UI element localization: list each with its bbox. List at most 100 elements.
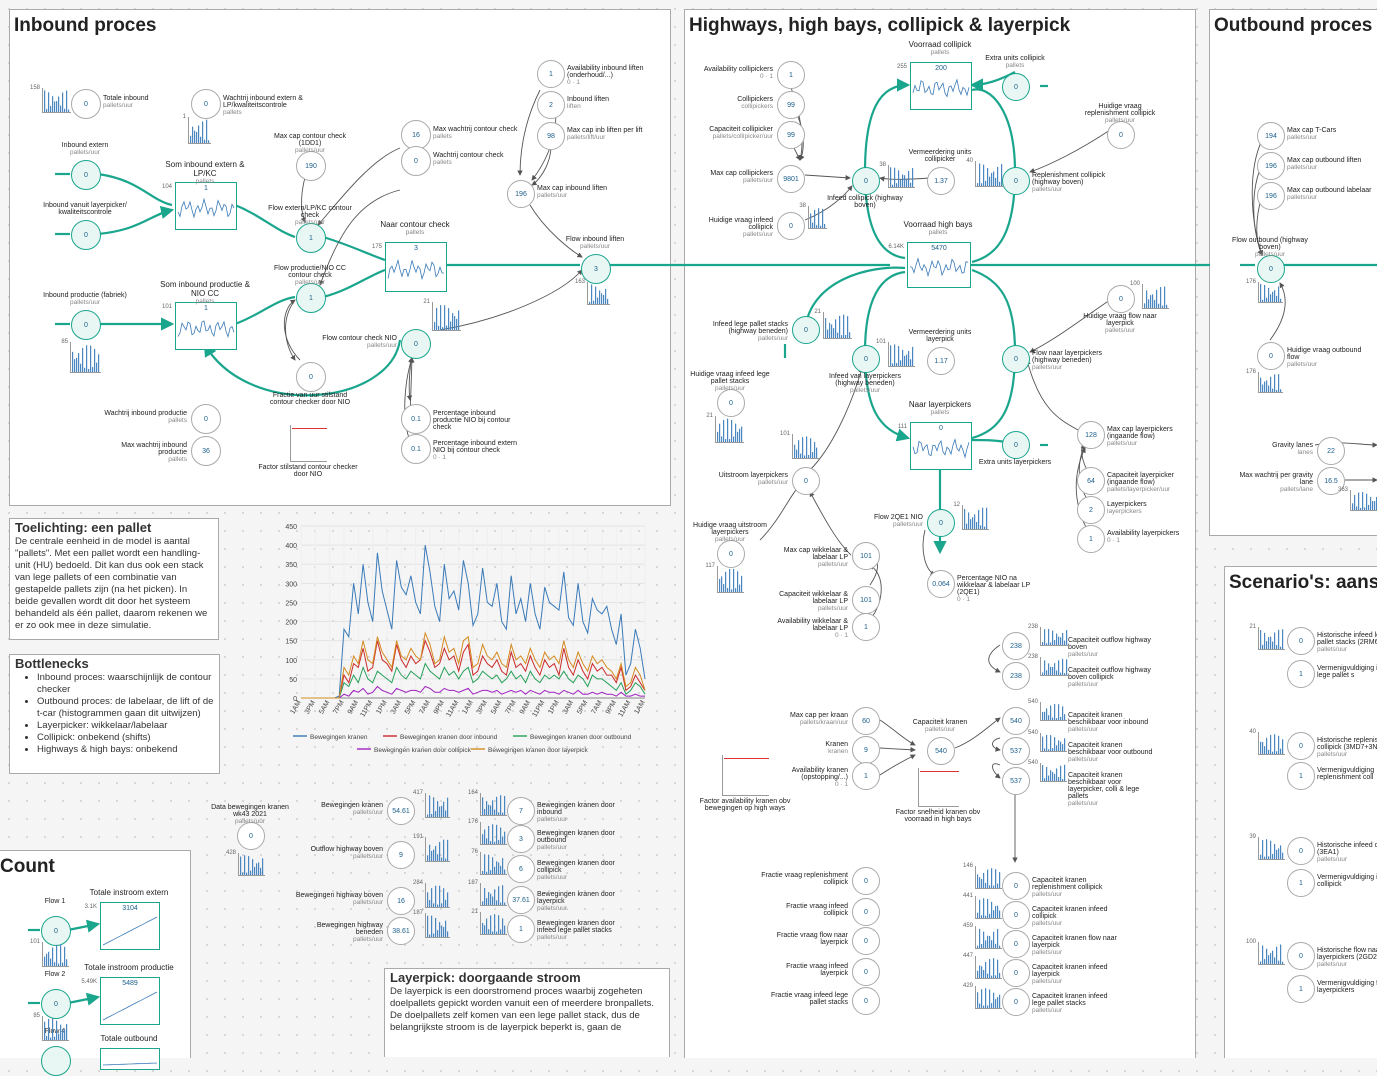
huidige-vraag-uitstroom-node[interactable]: 0 (717, 540, 745, 568)
inbound-vanuit-layerpicker-node[interactable]: 0 (71, 220, 101, 250)
huidige-vraag-flow-layerpick-node[interactable]: 0 (1107, 285, 1135, 313)
flow-2qe1-nio-node[interactable]: 0 (927, 509, 955, 537)
verm-replenishment-node[interactable]: 1 (1287, 762, 1315, 790)
capaciteit-outflow-boven-node[interactable]: 238 (1002, 632, 1030, 660)
availability-wikkelaar-node[interactable]: 1 (852, 613, 880, 641)
flow-extern-lp-kc-node[interactable]: 1 (296, 223, 326, 253)
availability-collipickers-node[interactable]: 1 (777, 61, 805, 89)
percentage-nio-wikkelaar-node[interactable]: 0.064 (927, 570, 955, 598)
vermeerdering-collipicker-node[interactable]: 1.37 (927, 167, 955, 195)
verm-infeed-lege-node[interactable]: 1 (1287, 660, 1315, 688)
fractie-infeed-lege-node[interactable]: 0 (852, 987, 880, 1015)
capaciteit-collipicker-node[interactable]: 99 (777, 121, 805, 149)
inbound-extern-node[interactable]: 0 (71, 160, 101, 190)
cap-kranen-flow-layerpick-node[interactable]: 0 (1002, 930, 1030, 958)
gravity-lanes-node[interactable]: 22 (1317, 437, 1345, 465)
flow-inbound-liften-node[interactable]: 3 (581, 254, 611, 284)
data-bewegingen-kranen-node[interactable]: 0 (237, 822, 265, 850)
voorraad-collipick-stock[interactable]: 200 (910, 62, 972, 110)
layerpick-note[interactable]: Layerpick: doorgaande stroom De layerpic… (384, 968, 670, 1057)
factor-snelheid-kranen-graph[interactable] (918, 768, 959, 807)
max-cap-per-kraan-node[interactable]: 60 (852, 707, 880, 735)
bew-kranen-infeed-lege-node[interactable]: 1 (507, 915, 535, 943)
wachtrij-inbound-extern-node[interactable]: 0 (191, 89, 221, 119)
verm-infeed-collipick-node[interactable]: 1 (1287, 869, 1315, 897)
naar-contour-check-stock[interactable]: 3 (385, 242, 447, 292)
cap-kranen-infeed-lege-node[interactable]: 0 (1002, 988, 1030, 1016)
fractie-infeed-collipick-node[interactable]: 0 (852, 898, 880, 926)
pct-inbound-productie-nio-node[interactable]: 0.1 (401, 404, 431, 434)
extra-units-layerpick-node[interactable]: 0 (1002, 431, 1030, 459)
pct-inbound-extern-nio-node[interactable]: 0.1 (401, 434, 431, 464)
availability-kranen-node[interactable]: 1 (852, 762, 880, 790)
infeed-layerpickers-node[interactable]: 0 (852, 345, 880, 373)
bew-kranen-layerpick-node[interactable]: 37.61 (507, 886, 535, 914)
factor-stilstand-graph[interactable] (290, 425, 327, 462)
fractie-replenishment-node[interactable]: 0 (852, 867, 880, 895)
count-flow4-node[interactable] (41, 1046, 71, 1076)
infeed-lege-pallet-node[interactable]: 0 (792, 316, 820, 344)
cap-kranen-layerpicker-node[interactable]: 537 (1002, 767, 1030, 795)
wachtrij-inbound-productie-node[interactable]: 0 (191, 404, 221, 434)
infeed-collipick-node[interactable]: 0 (852, 167, 880, 195)
max-cap-t-cars-node[interactable]: 194 (1257, 122, 1285, 150)
max-cap-inb-liften-node[interactable]: 98 (537, 122, 565, 150)
totale-inbound-node[interactable]: 0 (71, 89, 101, 119)
bewegingen-highway-beneden-node[interactable]: 38.61 (387, 917, 415, 945)
huidige-vraag-infeed-collipick-node[interactable]: 0 (777, 212, 805, 240)
inbound-liften-node[interactable]: 2 (537, 91, 565, 119)
fractie-infeed-layerpick-node[interactable]: 0 (852, 958, 880, 986)
max-cap-inbound-liften-node[interactable]: 196 (507, 180, 535, 208)
fractie-flow-layerpick-node[interactable]: 0 (852, 927, 880, 955)
flow-naar-layerpickers-node[interactable]: 0 (1002, 345, 1030, 373)
max-wachtrij-contour-node[interactable]: 16 (401, 120, 431, 150)
max-wachtrij-inbound-productie-node[interactable]: 36 (191, 436, 221, 466)
verm-flow-layerpickers-node[interactable]: 1 (1287, 975, 1315, 1003)
collipickers-node[interactable]: 99 (777, 91, 805, 119)
count-flow2-node[interactable]: 0 (41, 989, 71, 1019)
factor-availability-kranen-graph[interactable] (722, 755, 769, 796)
som-inbound-productie-stock[interactable]: 1 (175, 302, 237, 350)
wachtrij-contour-node[interactable]: 0 (401, 146, 431, 176)
capaciteit-outflow-boven-collipick-node[interactable]: 238 (1002, 662, 1030, 690)
flow-outbound-highway-node[interactable]: 0 (1257, 255, 1285, 283)
kranen-node[interactable]: 9 (852, 736, 880, 764)
cap-kranen-replenishment-node[interactable]: 0 (1002, 872, 1030, 900)
totale-outbound-stock[interactable] (100, 1048, 160, 1070)
extra-units-collipick-node[interactable]: 0 (1002, 73, 1030, 101)
max-wachtrij-gravity-node[interactable]: 16.5 (1317, 467, 1345, 495)
max-cap-outbound-liften-node[interactable]: 196 (1257, 152, 1285, 180)
totale-instroom-productie-stock[interactable]: 5489 (100, 977, 160, 1025)
bewegingen-kranen-node[interactable]: 54.61 (387, 797, 415, 825)
cap-kranen-infeed-collipick-node[interactable]: 0 (1002, 901, 1030, 929)
cap-kranen-inbound-node[interactable]: 540 (1002, 707, 1030, 735)
outflow-highway-boven-node[interactable]: 9 (387, 841, 415, 869)
bew-kranen-outbound-node[interactable]: 3 (507, 825, 535, 853)
max-cap-collipickers-node[interactable]: 9801 (777, 165, 805, 193)
inbound-productie-node[interactable]: 0 (71, 310, 101, 340)
toelichting-note[interactable]: Toelichting: een pallet De centrale eenh… (9, 518, 219, 640)
availability-layerpickers-node[interactable]: 1 (1077, 525, 1105, 553)
som-inbound-extern-stock[interactable]: 1 (175, 182, 237, 230)
bew-kranen-collipick-node[interactable]: 6 (507, 855, 535, 883)
replenishment-collipick-node[interactable]: 0 (1002, 167, 1030, 195)
vermeerdering-layerpick-node[interactable]: 1.17 (927, 347, 955, 375)
capaciteit-layerpicker-node[interactable]: 64 (1077, 467, 1105, 495)
max-cap-layerpickers-node[interactable]: 128 (1077, 421, 1105, 449)
flow-contour-nio-node[interactable]: 0 (401, 329, 431, 359)
bewegingen-highway-boven-node[interactable]: 16 (387, 887, 415, 915)
bottlenecks-note[interactable]: Bottlenecks Inbound proces: waarschijnli… (9, 654, 220, 774)
voorraad-high-bays-stock[interactable]: 5470 (907, 242, 971, 288)
hist-infeed-lege-node[interactable]: 0 (1287, 627, 1315, 655)
fractie-stilstand-node[interactable]: 0 (296, 362, 326, 392)
huidige-vraag-outbound-node[interactable]: 0 (1257, 342, 1285, 370)
bew-kranen-inbound-node[interactable]: 7 (507, 797, 535, 825)
capaciteit-kranen-node[interactable]: 540 (927, 737, 955, 765)
capaciteit-wikkelaar-node[interactable]: 101 (852, 586, 880, 614)
cap-kranen-outbound-node[interactable]: 537 (1002, 737, 1030, 765)
cap-kranen-infeed-layerpick-node[interactable]: 0 (1002, 959, 1030, 987)
max-cap-outbound-labelaar-node[interactable]: 196 (1257, 182, 1285, 210)
hist-flow-layerpickers-node[interactable]: 0 (1287, 942, 1315, 970)
flow-productie-nio-node[interactable]: 1 (296, 283, 326, 313)
max-cap-wikkelaar-node[interactable]: 101 (852, 542, 880, 570)
